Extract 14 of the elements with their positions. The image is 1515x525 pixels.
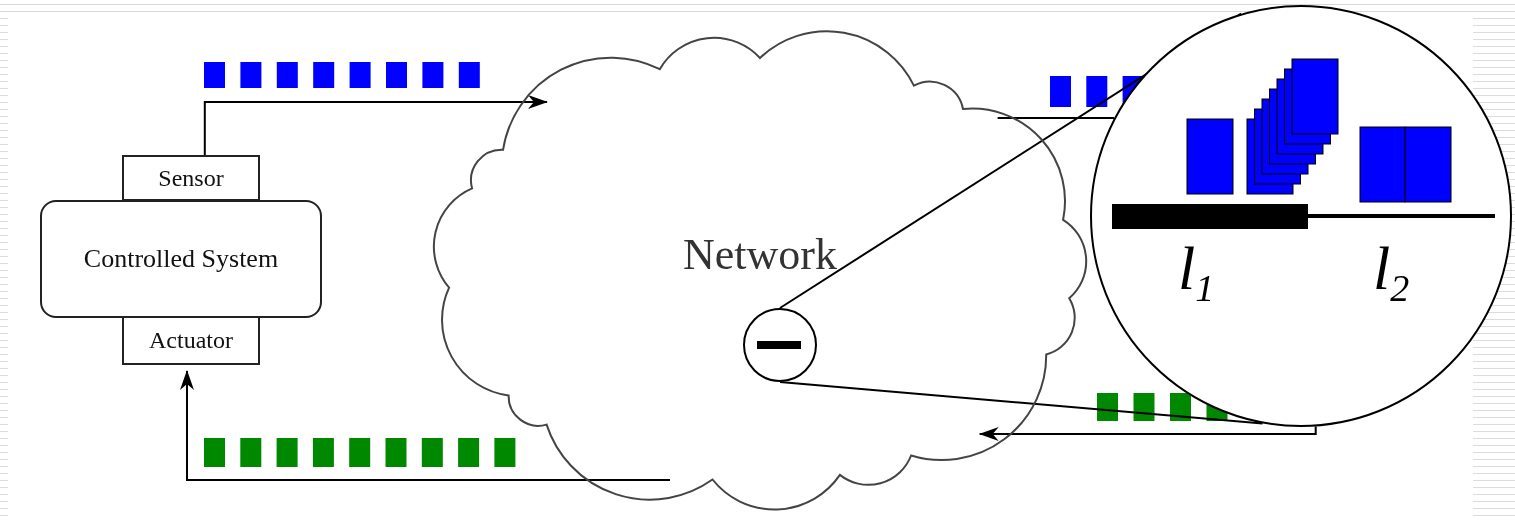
arrow xyxy=(180,370,671,481)
system-box xyxy=(40,200,322,318)
arrow xyxy=(203,95,548,156)
link-label: l$_{1}$ xyxy=(1178,237,1215,307)
actuator-box xyxy=(122,316,260,365)
link-label: l$_{2}$ xyxy=(1373,237,1410,307)
node-label: Actuator xyxy=(149,327,233,354)
magnifier-line xyxy=(779,381,1264,425)
arrow xyxy=(978,425,1317,441)
sensor-box xyxy=(122,155,260,201)
node-label: Network xyxy=(683,231,837,280)
node-label: Controlled System xyxy=(83,244,279,274)
node-label: Sensor xyxy=(158,164,224,192)
magnifier-lens xyxy=(743,308,817,382)
